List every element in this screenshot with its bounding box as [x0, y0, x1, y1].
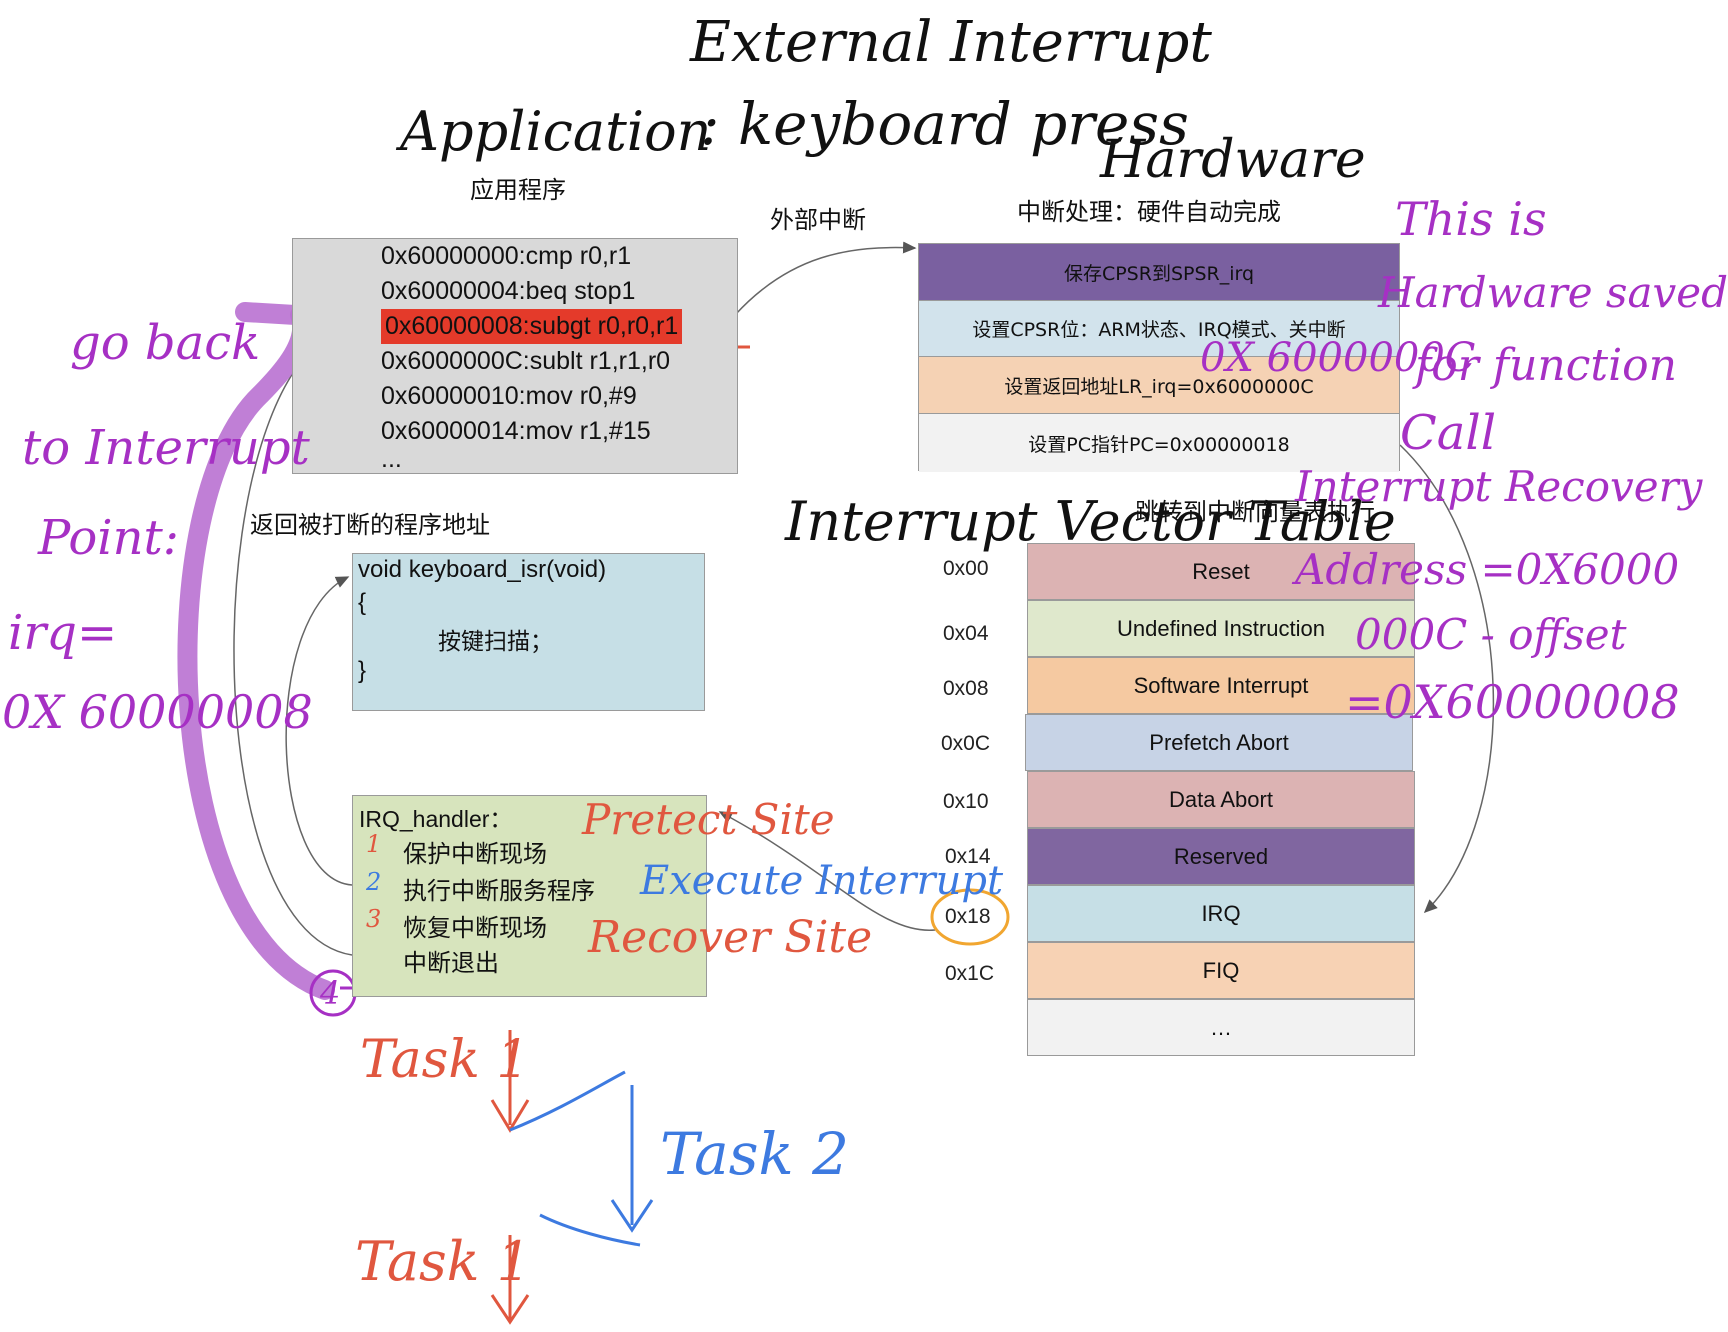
irq-step-protect: 保护中断现场 — [403, 840, 547, 868]
note-go-back-3: Point: — [38, 510, 179, 566]
external-interrupt-title: External Interrupt — [690, 10, 1212, 75]
note-execute-interrupt: Execute Interrupt — [640, 858, 1004, 904]
vector-row-more: … — [1027, 999, 1415, 1056]
vector-addr: 0x1C — [945, 962, 995, 985]
vector-addr: 0x00 — [943, 557, 989, 580]
hw-step: 设置CPSR位：ARM状态、IRQ模式、关中断 — [919, 301, 1399, 357]
note-hw-saved-1: This is — [1395, 192, 1547, 246]
switch-line-2 — [539, 1213, 641, 1247]
note-hw-saved-2: Hardware saved — [1378, 268, 1728, 317]
note-recovery-4: =0X60000008 — [1345, 675, 1680, 729]
vector-row-reserved: Reserved — [1027, 828, 1415, 885]
return-cn-label: 返回被打断的程序地址 — [250, 511, 490, 539]
vector-label: Reset — [1192, 558, 1250, 584]
task2-label: Task 2 — [660, 1120, 850, 1188]
vector-label: FIQ — [1202, 957, 1240, 983]
irq-to-handler-arrow — [718, 811, 936, 931]
num-2: 2 — [366, 868, 382, 896]
vector-table-title: Interrupt Vector Table — [785, 490, 1396, 553]
hardware-steps-box: 保存CPSR到SPSR_irq 设置CPSR位：ARM状态、IRQ模式、关中断 … — [918, 243, 1400, 472]
jump-cn-label: 跳转到中断向量表执行 — [1135, 498, 1375, 526]
note-go-back-5: 0X 60000008 — [2, 685, 313, 739]
note-hw-saved-3: for function — [1415, 340, 1677, 391]
vector-addr: 0x04 — [943, 622, 989, 645]
vector-label: IRQ — [1201, 900, 1241, 926]
vector-label: Reserved — [1173, 843, 1269, 869]
hw-step-label: 设置PC指针PC=0x00000018 — [1028, 433, 1290, 456]
task1-bottom-label: Task 1 — [355, 1230, 531, 1293]
external-interrupt-arrow — [734, 241, 917, 316]
note-go-back-4: irq= — [8, 605, 118, 661]
code-line: 0x60000000:cmp r0,r1 — [381, 242, 632, 270]
hardware-title: Hardware — [1100, 130, 1366, 190]
isr-box: void keyboard_isr(void) { 按键扫描； } — [352, 553, 705, 711]
jump-vector-arrow — [1399, 444, 1495, 914]
task2-arrow — [610, 1085, 654, 1233]
vector-addr: 0x0C — [941, 732, 991, 755]
note-protect-site: Pretect Site — [582, 795, 835, 844]
vector-row-irq: IRQ — [1027, 885, 1415, 942]
note-recovery-2: Address =0X6000 — [1295, 545, 1680, 594]
code-line: 0x60000010:mov r0,#9 — [381, 382, 637, 410]
handler-to-isr-arrow — [285, 576, 353, 886]
code-line: 0x60000004:beq stop1 — [381, 277, 636, 305]
isr-open-brace: { — [358, 589, 367, 616]
note-recovery-3: 000C - offset — [1355, 610, 1627, 659]
task1-top-label: Task 1 — [360, 1030, 530, 1090]
app-cn-label: 应用程序 — [470, 176, 566, 204]
irq-handler-title: IRQ_handler： — [359, 806, 513, 832]
code-line: 0x60000014:mov r1,#15 — [381, 417, 651, 445]
vector-row-data-abort: Data Abort — [1027, 771, 1415, 828]
hw-cn-label: 中断处理：硬件自动完成 — [1017, 198, 1281, 226]
note-go-back-1: go back — [70, 315, 261, 371]
app-code-box: 0x60000000:cmp r0,r1 0x60000004:beq stop… — [292, 238, 738, 474]
hw-step-label: 设置CPSR位：ARM状态、IRQ模式、关中断 — [972, 319, 1346, 341]
task1-bottom-arrow — [490, 1235, 530, 1325]
vector-label: Data Abort — [1169, 786, 1273, 812]
purple-return-arc — [177, 305, 335, 1000]
vector-addr: 0x18 — [945, 905, 991, 928]
keyboard-press-title: : keyboard press — [700, 90, 1189, 158]
note-go-back-2: to Interrupt — [22, 420, 310, 476]
irq-step-exit: 中断退出 — [403, 949, 499, 977]
hw-step: 设置PC指针PC=0x00000018 — [919, 414, 1399, 472]
vector-row-prefetch: Prefetch Abort — [1025, 714, 1413, 771]
note-recover-site: Recover Site — [588, 912, 873, 963]
vector-addr: 0x08 — [943, 677, 989, 700]
note-lr-value: 0X 6000000C — [1200, 335, 1476, 381]
num-4: 4 — [320, 974, 341, 1012]
note-hw-saved-4: Call — [1400, 405, 1497, 461]
isr-close-brace: } — [358, 657, 367, 684]
vector-row-undefined: Undefined Instruction — [1027, 600, 1415, 657]
code-line: ... — [381, 445, 402, 473]
num-1: 1 — [366, 830, 382, 858]
num-3: 3 — [366, 905, 382, 933]
vector-row-fiq: FIQ — [1027, 942, 1415, 999]
vector-row-reset: Reset — [1027, 543, 1415, 600]
vector-addr: 0x10 — [943, 790, 989, 813]
irq-step-recover: 恢复中断现场 — [403, 914, 547, 942]
orange-circle-0x18 — [930, 888, 1010, 946]
irq-step-execute: 执行中断服务程序 — [403, 877, 595, 905]
application-title: Application — [400, 100, 712, 163]
irq-handler-box: IRQ_handler： 保护中断现场 执行中断服务程序 恢复中断现场 中断退出 — [352, 795, 707, 997]
code-line-highlighted: 0x60000008:subgt r0,r0,r1 — [381, 309, 683, 344]
hw-step-label: 保存CPSR到SPSR_irq — [1063, 262, 1255, 285]
vector-label: … — [1210, 1014, 1232, 1040]
isr-signature: void keyboard_isr(void) — [358, 556, 607, 583]
vector-row-swi: Software Interrupt — [1027, 657, 1415, 714]
vector-label: Prefetch Abort — [1149, 729, 1289, 755]
vector-label: Software Interrupt — [1133, 672, 1309, 698]
hw-step: 保存CPSR到SPSR_irq — [919, 244, 1399, 301]
vector-label: Undefined Instruction — [1117, 615, 1325, 641]
note-recovery-1: Interrupt Recovery — [1295, 462, 1703, 511]
hw-step: 设置返回地址LR_irq=0x6000000C — [919, 357, 1399, 414]
isr-body: 按键扫描； — [438, 629, 553, 655]
switch-line-1 — [509, 1070, 626, 1132]
hw-step-label: 设置返回地址LR_irq=0x6000000C — [1004, 375, 1314, 398]
external-cn-label: 外部中断 — [770, 206, 866, 234]
vector-addr: 0x14 — [945, 845, 991, 868]
code-line: 0x6000000C:sublt r1,r1,r0 — [381, 347, 671, 375]
